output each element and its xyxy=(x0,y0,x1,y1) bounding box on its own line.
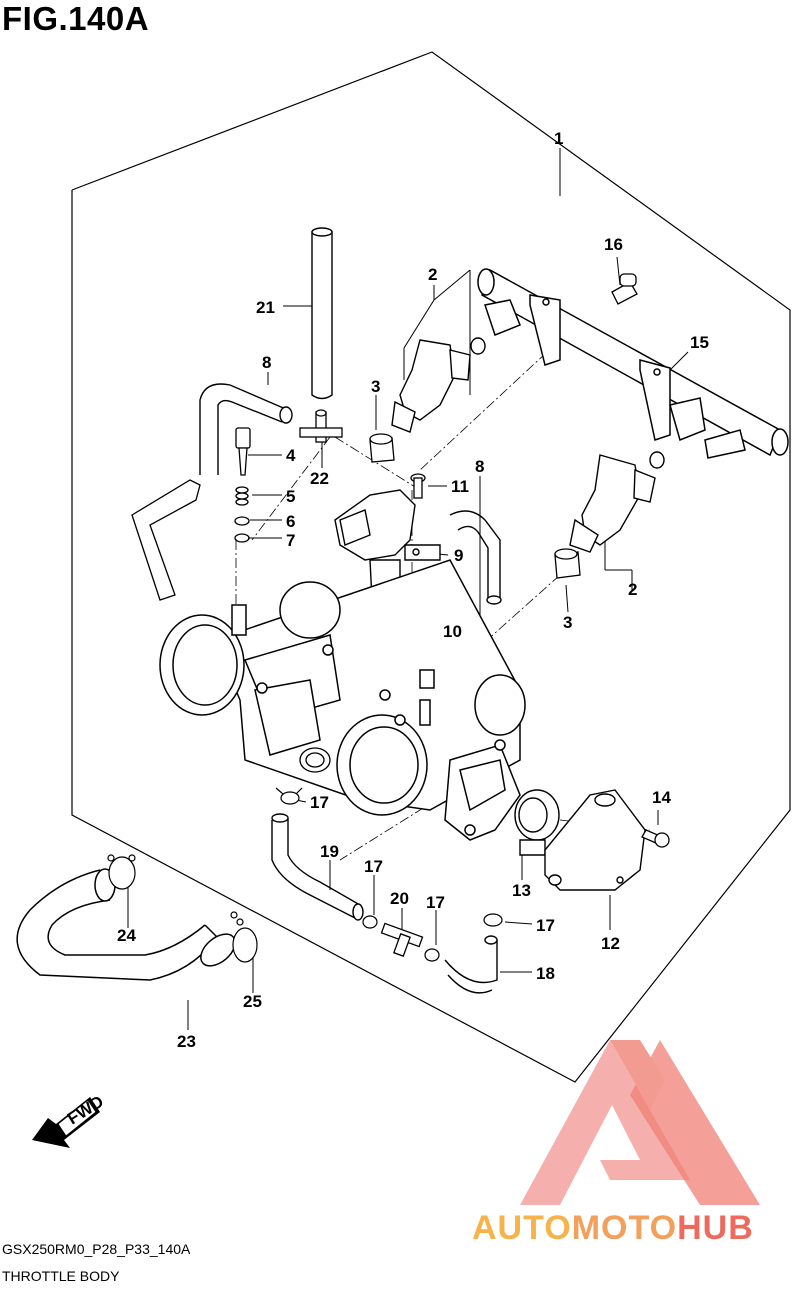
callout-numbers: 1 2 2 3 3 4 5 6 7 8 8 9 10 11 12 13 14 1… xyxy=(117,129,709,1051)
callout-1: 1 xyxy=(554,129,563,148)
throttle-body xyxy=(159,559,526,841)
bracket xyxy=(131,479,201,601)
callout-22: 22 xyxy=(310,469,329,488)
callout-7: 7 xyxy=(286,531,295,550)
screw-11 xyxy=(410,473,426,499)
callout-4: 4 xyxy=(286,446,296,465)
callout-17: 17 xyxy=(536,916,555,935)
callout-9: 9 xyxy=(454,546,463,565)
fuel-rail xyxy=(477,268,789,459)
watermark-logo xyxy=(520,1040,760,1205)
clamps-24-25 xyxy=(107,854,258,963)
callout-10: 10 xyxy=(443,622,462,641)
brand-part-hub: HUB xyxy=(677,1209,754,1247)
callout-19: 19 xyxy=(320,842,339,861)
leader-lines xyxy=(127,148,689,1030)
callout-15: 15 xyxy=(690,333,709,352)
callout-21: 21 xyxy=(256,298,275,317)
callout-17: 17 xyxy=(426,893,445,912)
callout-12: 12 xyxy=(601,934,620,953)
callout-17: 17 xyxy=(364,857,383,876)
clamps-17 xyxy=(275,787,503,962)
hose-8-right xyxy=(449,510,502,605)
adjust-screw-4 xyxy=(235,427,251,476)
callout-8: 8 xyxy=(262,353,271,372)
sensor-9 xyxy=(334,489,441,601)
washer-6 xyxy=(234,516,250,526)
callout-2: 2 xyxy=(628,580,637,599)
callout-13: 13 xyxy=(512,881,531,900)
sensor-12 xyxy=(544,789,646,891)
joint-20 xyxy=(380,922,424,957)
brand-part-auto: AUTO xyxy=(472,1209,572,1247)
watermark-brand: AUTOMOTOHUB xyxy=(472,1209,754,1248)
hose-8-left xyxy=(199,383,293,475)
injector-lower xyxy=(569,451,665,553)
callout-11: 11 xyxy=(451,477,469,496)
nipple xyxy=(299,747,331,773)
callout-25: 25 xyxy=(243,992,262,1011)
brand-part-moto: MOTO xyxy=(571,1209,678,1247)
hose-18 xyxy=(444,935,498,994)
callout-5: 5 xyxy=(286,487,295,506)
hose-21 xyxy=(311,227,333,400)
injector-upper xyxy=(391,337,486,433)
fwd-arrow-icon: FWD xyxy=(32,1092,107,1148)
spring-5 xyxy=(235,486,249,506)
callout-23: 23 xyxy=(177,1032,196,1051)
callout-18: 18 xyxy=(536,964,555,983)
figure-title: FIG.140A xyxy=(2,0,150,37)
screw-14 xyxy=(641,829,670,848)
callout-17: 17 xyxy=(310,793,329,812)
callout-16: 16 xyxy=(604,235,623,254)
callout-3: 3 xyxy=(371,377,380,396)
joint-22 xyxy=(299,409,343,443)
o-ring-7 xyxy=(234,533,250,543)
callout-20: 20 xyxy=(390,889,409,908)
callout-2: 2 xyxy=(428,265,437,284)
callout-6: 6 xyxy=(286,512,295,531)
connector-13 xyxy=(514,789,560,856)
hose-19 xyxy=(271,813,364,921)
screw-16 xyxy=(611,273,638,305)
callout-3: 3 xyxy=(563,613,572,632)
callout-24: 24 xyxy=(117,926,136,945)
callout-8: 8 xyxy=(475,457,484,476)
assembly-frame xyxy=(71,51,791,1083)
callout-14: 14 xyxy=(652,788,671,807)
cushion-3 xyxy=(369,433,581,579)
figure-code: GSX250RM0_P28_P33_140A xyxy=(2,1241,191,1257)
figure-name: THROTTLE BODY xyxy=(2,1268,120,1284)
